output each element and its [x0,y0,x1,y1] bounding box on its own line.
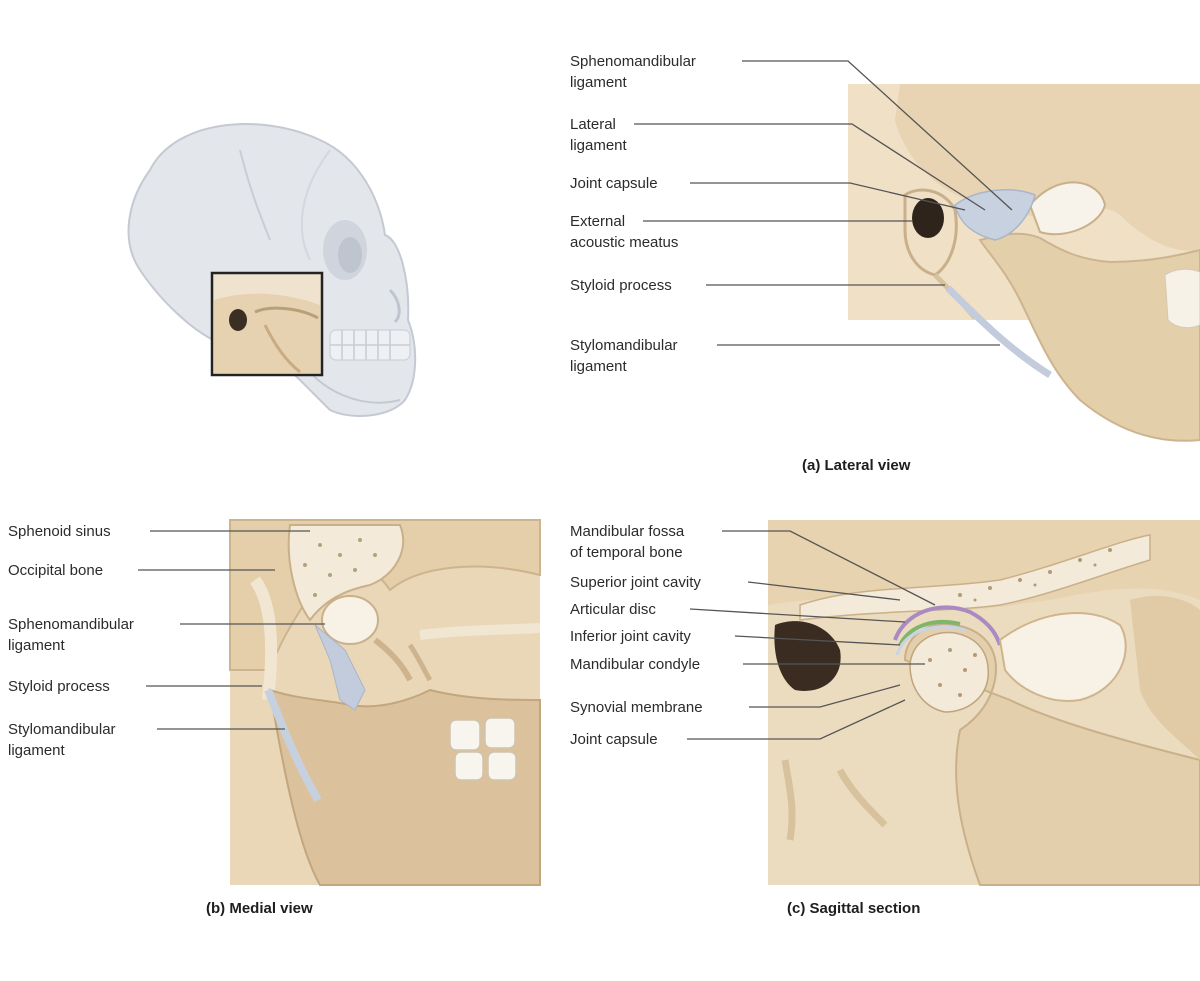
caption-sagittal-section: (c) Sagittal section [787,900,921,917]
label-sphenomandibular-ligament-b: Sphenomandibular ligament [8,616,134,654]
sagittal-section-illustration [768,520,1200,886]
label-inferior-joint-cavity: Inferior joint cavity [570,628,691,645]
lateral-view-illustration [848,84,1200,442]
label-styloid-process-b: Styloid process [8,678,110,695]
label-external-acoustic-meatus: External acoustic meatus [570,213,679,251]
label-lateral-ligament: Lateral ligament [570,116,627,154]
label-occipital-bone: Occipital bone [8,562,104,579]
label-articular-disc: Articular disc [570,601,656,618]
label-stylomandibular-ligament-a: Stylomandibular ligament [570,337,678,375]
label-joint-capsule-c: Joint capsule [570,731,658,748]
label-joint-capsule-a: Joint capsule [570,175,658,192]
skull-illustration [127,123,417,417]
medial-view-illustration [229,519,541,886]
label-stylomandibular-ligament-b: Stylomandibular ligament [8,721,116,759]
label-sphenomandibular-ligament-a: Sphenomandibular ligament [570,53,696,91]
caption-medial-view: (b) Medial view [206,900,313,917]
label-mandibular-condyle: Mandibular condyle [570,656,701,673]
label-superior-joint-cavity: Superior joint cavity [570,574,701,591]
leader-lines [138,60,1013,740]
label-mandibular-fossa: Mandibular fossa of temporal bone [570,523,685,561]
label-sphenoid-sinus: Sphenoid sinus [8,523,111,540]
label-styloid-process-a: Styloid process [570,277,672,294]
caption-lateral-view: (a) Lateral view [802,457,911,474]
label-synovial-membrane: Synovial membrane [570,699,703,716]
